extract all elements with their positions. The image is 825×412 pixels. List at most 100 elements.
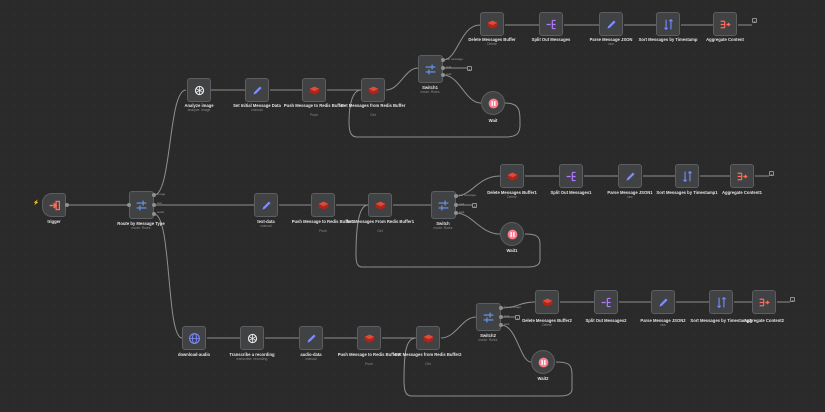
output-label: text [157,201,162,205]
wait-node[interactable] [481,91,505,115]
edge [385,67,419,91]
output-port[interactable] [152,203,156,207]
switch-icon [425,64,436,74]
push-redis2-node[interactable] [357,326,381,350]
pencil-icon [625,171,635,181]
add-node-plus-icon[interactable]: + [472,202,477,209]
node-label: Parse Message JSON1 [607,190,653,195]
delete-buffer-node[interactable] [480,12,504,36]
node-subtitle: raw [627,195,633,199]
add-node-plus-icon[interactable]: + [467,65,472,72]
wait1-node[interactable] [500,222,524,246]
node-label: Push Message to Redis Buffer1 [291,219,355,224]
output-label: 1st message [446,57,464,61]
split-out2-node[interactable] [594,290,618,314]
edge [455,175,501,197]
parse-json-node[interactable] [599,12,623,36]
trigger-bolt-icon: ⚡ [33,200,40,206]
parse-json1-node[interactable] [618,164,642,188]
switch-node[interactable] [431,191,456,219]
node-label: Wait1 [506,248,518,253]
transcribe-node[interactable] [240,326,264,350]
switch1-node[interactable] [418,55,443,83]
parse-json2-node[interactable] [651,290,675,314]
split-out1-node[interactable] [559,164,583,188]
output-port[interactable] [454,211,458,215]
add-node-plus-icon[interactable]: + [515,314,520,321]
node-subtitle: Push [365,362,373,366]
node-subtitle: Get [370,113,376,117]
sort-icon [716,296,726,308]
split-icon [601,297,611,307]
output-port[interactable] [454,203,458,207]
split-out-node[interactable] [539,12,563,36]
redis-icon [542,297,552,307]
redis-icon [309,85,319,95]
output-label: wait [446,72,452,76]
output-label: wait [504,314,510,318]
sort-icon [682,170,692,182]
output-label: image [157,192,166,196]
aggregate-node[interactable] [713,12,737,36]
aggregate-icon [737,172,747,180]
edge [153,89,187,196]
text-data-node[interactable] [254,193,278,217]
wait2-node[interactable] [531,350,555,374]
node-label: Aggregate Content [706,37,744,42]
output-port[interactable] [499,315,503,319]
redis-icon [364,333,374,343]
analyze-image-node[interactable] [187,78,211,102]
node-label: Get Messages from Redis Buffer2 [394,352,462,357]
node-subtitle: mode: Rules [433,226,453,230]
get-redis2-node[interactable] [416,326,440,350]
get-redis-node[interactable] [361,78,385,102]
node-label: Split Out Messages2 [585,318,627,323]
output-port[interactable] [441,66,445,70]
push-redis1-node[interactable] [311,193,335,217]
pencil-icon [306,333,316,343]
aggregate1-node[interactable] [730,164,754,188]
add-node-plus-icon[interactable]: + [752,17,757,24]
pencil-icon [658,297,668,307]
pause-icon [538,357,548,367]
download-audio-node[interactable] [182,326,206,350]
node-subtitle: Get [425,362,431,366]
output-port[interactable] [499,306,503,310]
sort1-node[interactable] [675,164,699,188]
push-redis-node[interactable] [302,78,326,102]
edge [455,212,501,235]
node-label: download-audio [177,352,211,357]
input-port[interactable] [127,203,131,207]
redis-icon [423,333,433,343]
output-port[interactable] [152,212,156,216]
audio-data-node[interactable] [299,326,323,350]
output-port[interactable] [152,193,156,197]
trigger-node[interactable] [42,193,66,217]
set-initial-node[interactable] [245,78,269,102]
delete-buffer2-node[interactable] [535,290,559,314]
output-port[interactable] [65,203,69,207]
add-node-plus-icon[interactable]: + [769,170,774,177]
switch-icon [483,312,494,322]
add-node-plus-icon[interactable]: + [790,296,795,303]
get-redis1-node[interactable] [368,193,392,217]
delete-buffer1-node[interactable] [500,164,524,188]
node-subtitle: Delete [542,323,552,327]
sort2-node[interactable] [709,290,733,314]
output-port[interactable] [454,194,458,198]
route-switch-node[interactable] [129,191,154,219]
output-port[interactable] [441,58,445,62]
edge [500,324,532,363]
node-label: Switch2 [480,333,496,338]
output-port[interactable] [499,323,503,327]
node-label: Delete Messages Buffer2 [522,318,572,323]
node-subtitle: Push [310,113,318,117]
redis-icon [375,200,385,210]
node-label: Switch [436,221,450,226]
pencil-icon [252,85,262,95]
sort-node[interactable] [656,12,680,36]
output-port[interactable] [441,73,445,77]
aggregate2-node[interactable] [752,290,776,314]
switch2-node[interactable] [476,303,501,331]
